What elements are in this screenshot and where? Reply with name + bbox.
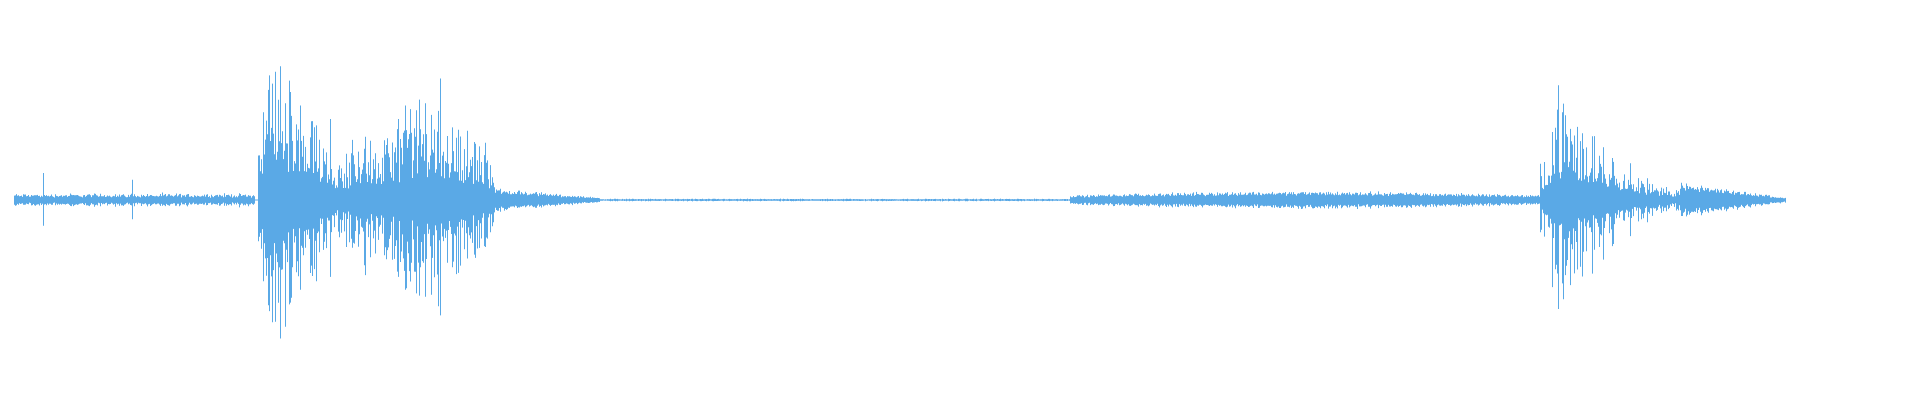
waveform-peaks — [14, 66, 1786, 339]
